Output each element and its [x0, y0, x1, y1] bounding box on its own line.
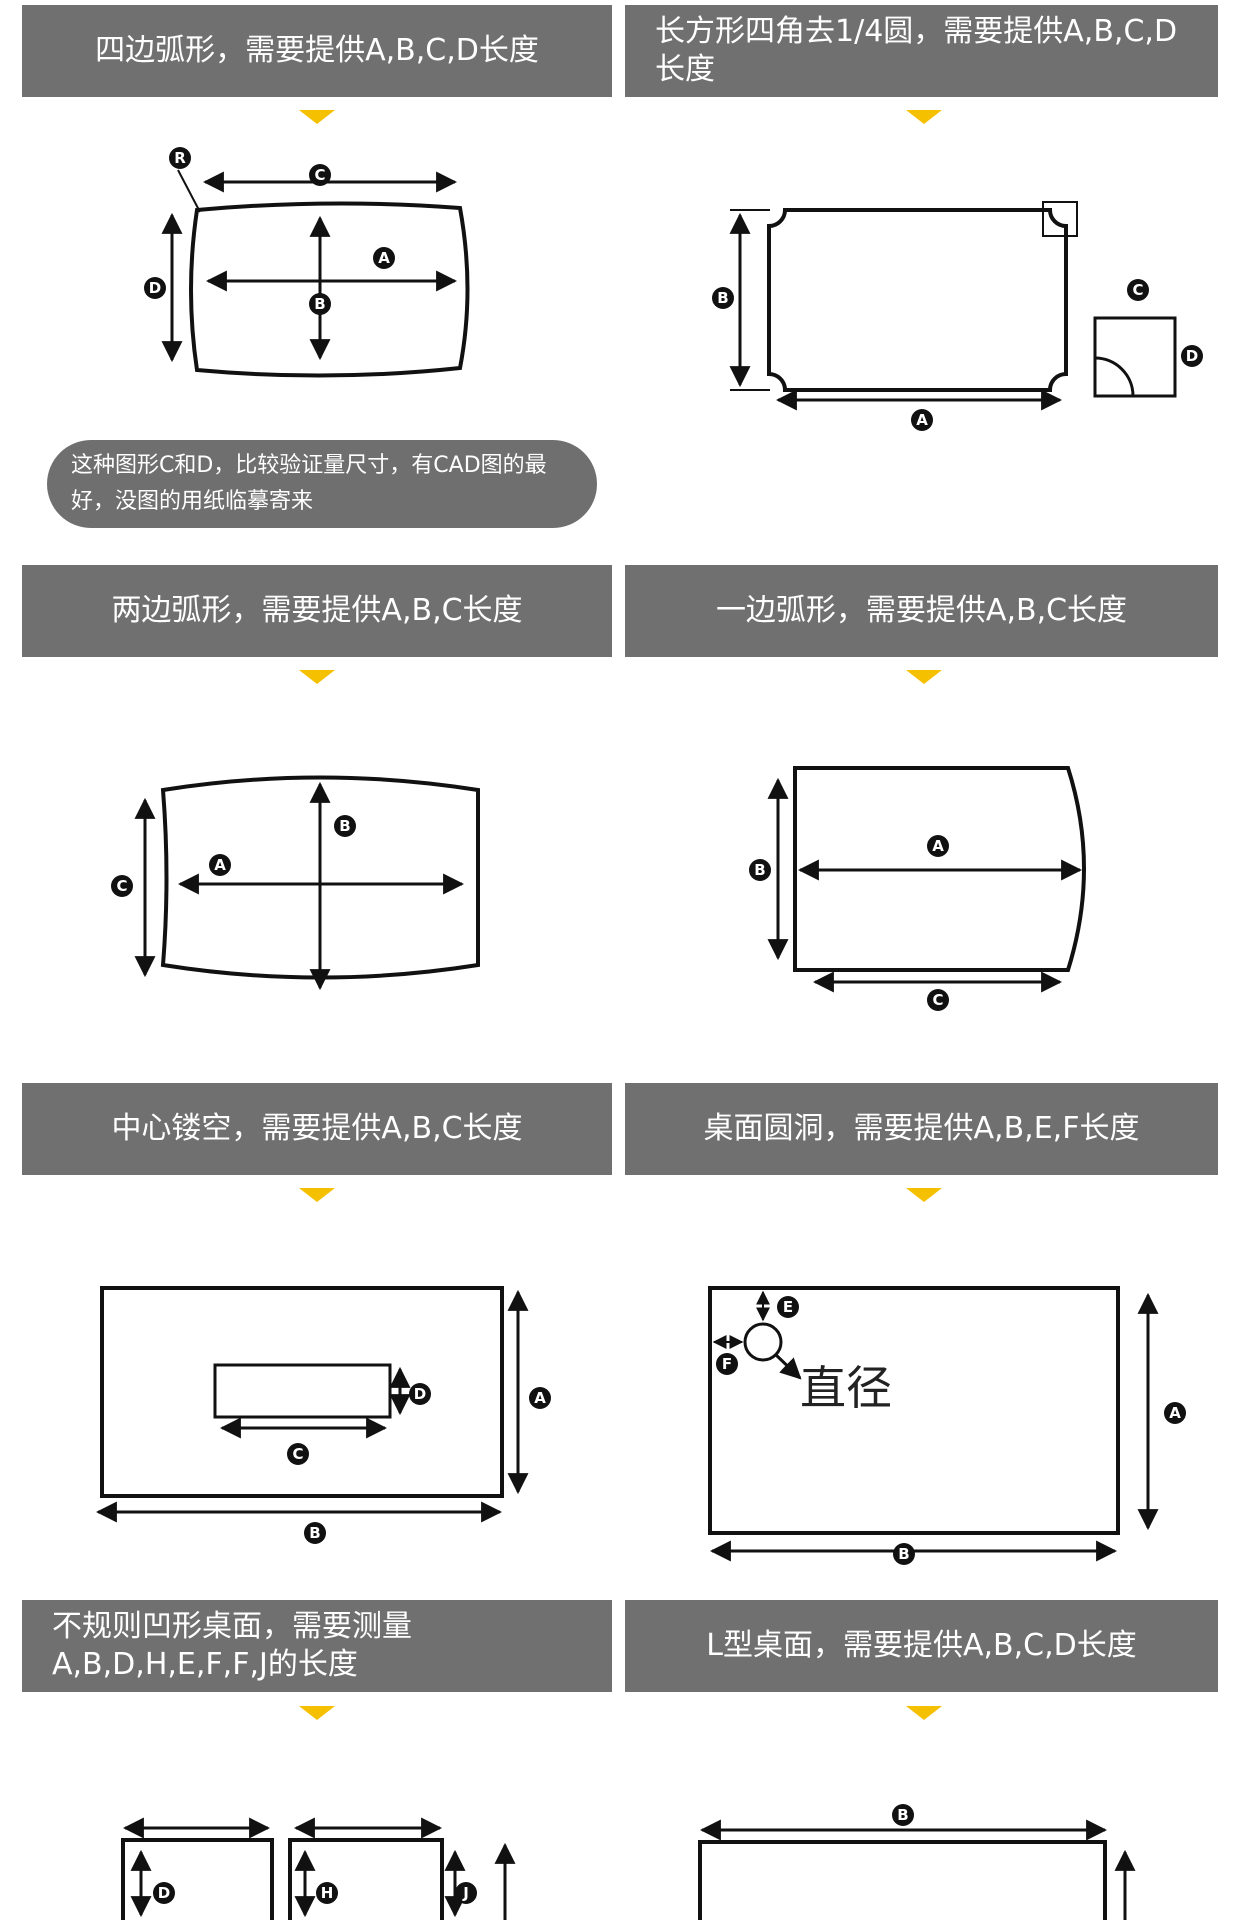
svg-text:B: B: [717, 289, 728, 307]
svg-text:R: R: [174, 149, 186, 167]
marker-D: D: [144, 277, 166, 299]
chevron-down-icon: [906, 670, 942, 684]
svg-text:H: H: [321, 1884, 334, 1902]
banner-quarter-corners-text: 长方形四角去1/4圆，需要提供A,B,C,D 长度: [655, 14, 1178, 87]
svg-text:B: B: [898, 1545, 909, 1563]
svg-text:A: A: [214, 856, 226, 874]
marker-A: A: [209, 854, 231, 876]
banner-l-shape-text: L型桌面，需要提供A,B,C,D长度: [706, 1628, 1137, 1663]
marker-C: C: [1127, 279, 1149, 301]
marker-B: B: [893, 1543, 915, 1565]
svg-text:A: A: [378, 249, 390, 267]
marker-H: H: [316, 1882, 338, 1904]
quarter-corner-rect: [767, 208, 1068, 392]
marker-C: C: [287, 1443, 309, 1465]
svg-text:B: B: [897, 1806, 908, 1824]
marker-A: A: [927, 835, 949, 857]
svg-text:D: D: [158, 1884, 170, 1902]
marker-B: B: [749, 859, 771, 881]
svg-text:J: J: [462, 1884, 469, 1902]
chevron-down-icon: [299, 1706, 335, 1720]
marker-C: C: [309, 164, 331, 186]
marker-C: C: [927, 989, 949, 1011]
one-arc-shape: [793, 766, 1086, 972]
svg-text:A: A: [932, 837, 944, 855]
measurement-note-text: 这种图形C和D，比较验证量尺寸，有CAD图的最好，没图的用纸临摹寄来: [71, 453, 547, 514]
svg-text:D: D: [1186, 347, 1198, 365]
svg-text:A: A: [534, 1389, 546, 1407]
marker-B: B: [712, 287, 734, 309]
svg-text:D: D: [149, 279, 161, 297]
chevron-down-icon: [299, 670, 335, 684]
diameter-label: 直径: [800, 1361, 892, 1415]
marker-B: B: [304, 1522, 326, 1544]
svg-text:C: C: [292, 1445, 303, 1463]
banner-center-hollow: 中心镂空，需要提供A,B,C长度: [22, 1083, 612, 1175]
round-hole-rect: [708, 1286, 1120, 1535]
chevron-down-icon: [906, 110, 942, 124]
svg-text:C: C: [116, 877, 127, 895]
round-hole: [743, 1322, 783, 1362]
banner-four-arc: 四边弧形，需要提供A,B,C,D长度: [22, 5, 612, 97]
hollow-inner-rect: [213, 1363, 392, 1419]
banner-two-arc: 两边弧形，需要提供A,B,C长度: [22, 565, 612, 657]
marker-D: D: [1181, 345, 1203, 367]
marker-B: B: [892, 1804, 914, 1826]
marker-J: J: [455, 1882, 477, 1904]
radius-leader: [177, 169, 201, 213]
chevron-down-icon: [299, 110, 335, 124]
svg-text:B: B: [754, 861, 765, 879]
svg-text:D: D: [414, 1385, 426, 1403]
banner-one-arc-text: 一边弧形，需要提供A,B,C长度: [715, 593, 1128, 628]
marker-A: A: [373, 247, 395, 269]
svg-text:C: C: [1132, 281, 1143, 299]
svg-text:F: F: [722, 1355, 732, 1373]
svg-text:C: C: [314, 166, 325, 184]
diameter-arrow: [773, 1352, 802, 1380]
banner-one-arc: 一边弧形，需要提供A,B,C长度: [625, 565, 1218, 657]
banner-four-arc-text: 四边弧形，需要提供A,B,C,D长度: [95, 33, 539, 68]
chevron-down-icon: [299, 1188, 335, 1202]
banner-round-hole: 桌面圆洞，需要提供A,B,E,F长度: [625, 1083, 1218, 1175]
marker-F: F: [716, 1353, 738, 1375]
marker-B: B: [309, 293, 331, 315]
banner-l-shape: L型桌面，需要提供A,B,C,D长度: [625, 1600, 1218, 1692]
banner-round-hole-text: 桌面圆洞，需要提供A,B,E,F长度: [703, 1111, 1140, 1146]
marker-D: D: [409, 1383, 431, 1405]
corner-highlight: [1042, 201, 1078, 237]
chevron-down-icon: [906, 1188, 942, 1202]
marker-A: A: [529, 1387, 551, 1409]
banner-irregular-text: 不规则凹形桌面，需要测量 A,B,D,H,E,F,F,J的长度: [52, 1609, 412, 1682]
measurement-note: 这种图形C和D，比较验证量尺寸，有CAD图的最好，没图的用纸临摹寄来: [47, 440, 597, 528]
hollow-outer-rect: [100, 1286, 504, 1498]
marker-A: A: [1164, 1402, 1186, 1424]
marker-R: R: [169, 147, 191, 169]
chevron-down-icon: [906, 1706, 942, 1720]
svg-text:B: B: [339, 817, 350, 835]
two-arc-shape: [160, 775, 480, 980]
svg-text:B: B: [314, 295, 325, 313]
marker-B: B: [334, 815, 356, 837]
l-shape-outline: [698, 1840, 1107, 1920]
svg-text:B: B: [309, 1524, 320, 1542]
concave-left-part: [121, 1838, 274, 1920]
svg-text:A: A: [1169, 1404, 1181, 1422]
marker-A: A: [911, 409, 933, 431]
four-arc-shape: [189, 201, 470, 378]
marker-D: D: [153, 1882, 175, 1904]
svg-text:C: C: [932, 991, 943, 1009]
svg-text:E: E: [783, 1298, 793, 1316]
banner-center-hollow-text: 中心镂空，需要提供A,B,C长度: [111, 1111, 523, 1146]
marker-E: E: [777, 1296, 799, 1318]
marker-C: C: [111, 875, 133, 897]
banner-two-arc-text: 两边弧形，需要提供A,B,C长度: [111, 593, 523, 628]
banner-quarter-corners: 长方形四角去1/4圆，需要提供A,B,C,D 长度: [625, 5, 1218, 97]
banner-irregular: 不规则凹形桌面，需要测量 A,B,D,H,E,F,F,J的长度: [22, 1600, 612, 1692]
svg-text:A: A: [916, 411, 928, 429]
corner-detail-box: [1093, 316, 1177, 398]
concave-right-part: [288, 1838, 444, 1920]
